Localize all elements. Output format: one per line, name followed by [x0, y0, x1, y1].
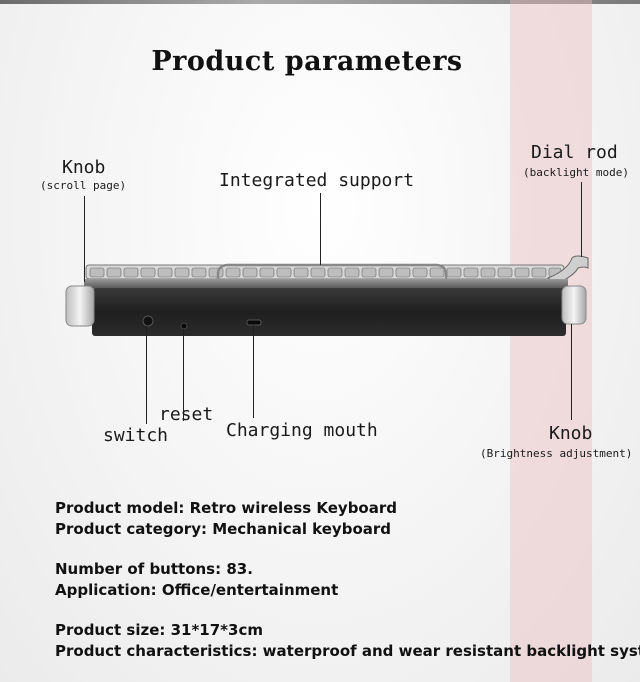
callout-integrated-support: Integrated support	[219, 170, 415, 191]
spec-product-category: Product category: Mechanical keyboard	[55, 520, 392, 538]
callout-knob-right-note: (Brightness adjustment)	[480, 447, 633, 460]
spec-list: Product model: Retro wireless Keyboard P…	[55, 498, 640, 662]
spec-product-size: Product size: 31*17*3cm	[55, 621, 263, 639]
spec-number-of-buttons: Number of buttons: 83.	[55, 560, 253, 578]
left-knob	[65, 285, 95, 327]
keycap-row	[85, 264, 565, 280]
reset-port	[180, 322, 188, 330]
top-edge	[0, 0, 640, 4]
callout-knob-left: Knob	[62, 157, 106, 178]
callout-switch: switch	[103, 425, 169, 446]
leader-charging-mouth	[253, 325, 254, 418]
dial-rod	[546, 255, 589, 285]
leader-knob-right	[571, 324, 572, 420]
callout-knob-left-note: (scroll page)	[40, 179, 127, 192]
accent-stripe	[510, 0, 592, 682]
spec-application: Application: Office/entertainment	[55, 581, 339, 599]
charging-port	[246, 319, 262, 326]
switch-port	[142, 315, 154, 327]
top-plate	[84, 279, 568, 288]
callout-dial-rod-note: (backlight mode)	[523, 166, 629, 179]
leader-knob-left	[84, 196, 85, 282]
leader-switch	[146, 326, 147, 424]
right-knob	[561, 285, 587, 325]
page-title: Product parameters	[151, 46, 463, 77]
leader-reset	[183, 329, 184, 421]
callout-charging-mouth: Charging mouth	[226, 420, 378, 441]
leader-dial-rod	[581, 182, 582, 257]
spec-product-model: Product model: Retro wireless Keyboard	[55, 499, 397, 517]
callout-knob-right: Knob	[549, 423, 593, 444]
callout-reset: reset	[159, 404, 214, 425]
callout-dial-rod: Dial rod	[531, 142, 618, 163]
leader-integrated-support	[320, 193, 321, 265]
spec-product-characteristics: Product characteristics: waterproof and …	[55, 642, 640, 660]
support-handle	[216, 263, 448, 286]
keyboard-body	[92, 288, 566, 336]
